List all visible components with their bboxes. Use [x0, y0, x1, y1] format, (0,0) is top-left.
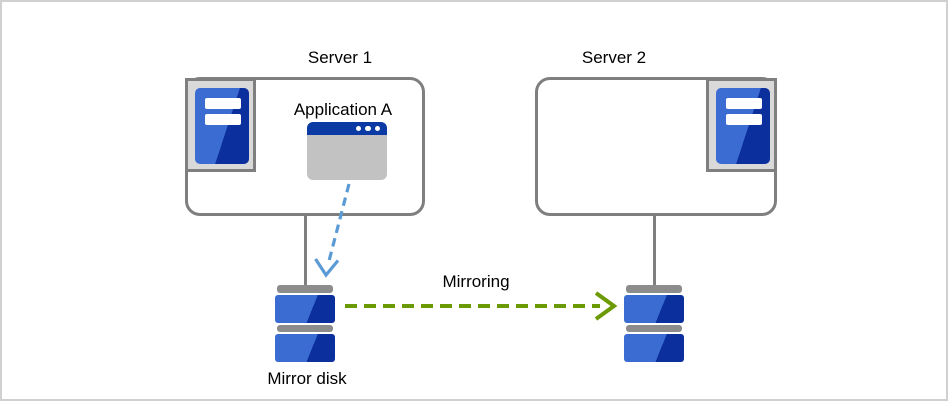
mirror-disk-left-icon — [275, 285, 335, 364]
server2-tower-icon — [706, 78, 777, 172]
server1-label: Server 1 — [307, 48, 373, 67]
server-tower-shape — [716, 88, 770, 164]
disk-cap — [626, 325, 682, 332]
tower-slot-bar — [726, 114, 762, 125]
application-label: Application A — [293, 100, 393, 119]
window-dot-icon — [365, 125, 371, 132]
tower-slot-bar — [205, 114, 241, 125]
application-window-icon — [307, 122, 387, 180]
disk-platter — [275, 295, 335, 323]
window-dot-icon — [355, 125, 361, 132]
disk-cap — [277, 325, 333, 332]
disk-cap — [626, 285, 682, 293]
server-tower-shape — [195, 88, 249, 164]
server1-disk-connector — [304, 215, 307, 287]
mirroring-label: Mirroring — [442, 272, 510, 291]
server1-tower-icon — [185, 78, 256, 172]
disk-platter — [624, 334, 684, 362]
disk-cap — [277, 285, 333, 293]
window-titlebar — [307, 122, 387, 135]
mirror-disk-label: Mirror disk — [267, 369, 347, 388]
mirroring-arrow — [345, 291, 618, 321]
server2-label: Server 2 — [581, 48, 647, 67]
disk-platter — [275, 334, 335, 362]
window-body — [307, 135, 387, 180]
tower-slot-bar — [205, 98, 241, 109]
tower-slot-bar — [726, 98, 762, 109]
server2-disk-connector — [653, 215, 656, 287]
window-dot-icon — [374, 125, 380, 132]
disk-platter — [624, 295, 684, 323]
mirror-disk-right-icon — [624, 285, 684, 364]
